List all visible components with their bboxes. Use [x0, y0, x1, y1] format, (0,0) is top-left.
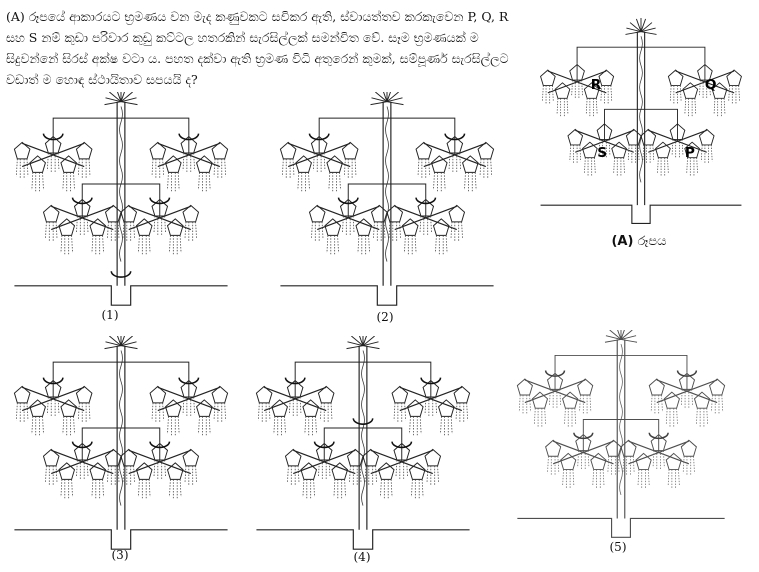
reference-caption-letter: (A) — [611, 234, 633, 249]
reference-figure-a: R Q S P — [528, 18, 754, 228]
label-q: Q — [705, 77, 717, 93]
label-r: R — [591, 77, 602, 93]
question-text: (A) රූපයේ ආකාරයට භ්‍රමණය වන මැද කණුවකට ස… — [6, 6, 526, 90]
option-1-figure[interactable] — [6, 92, 236, 310]
reference-caption-word: රූපය — [638, 234, 667, 249]
option-2-label: (2) — [355, 310, 415, 324]
label-s: S — [597, 145, 607, 161]
option-1-label: (1) — [80, 308, 140, 322]
reference-caption: (A) රූපය — [594, 234, 684, 249]
option-4-label: (4) — [332, 550, 392, 564]
option-3-label: (3) — [90, 548, 150, 562]
option-5-figure[interactable] — [506, 330, 736, 542]
option-3-figure[interactable] — [6, 336, 236, 554]
option-5-label: (5) — [588, 540, 648, 554]
option-4-figure[interactable] — [248, 336, 478, 554]
option-2-figure[interactable] — [272, 92, 502, 310]
label-p: P — [685, 145, 695, 161]
